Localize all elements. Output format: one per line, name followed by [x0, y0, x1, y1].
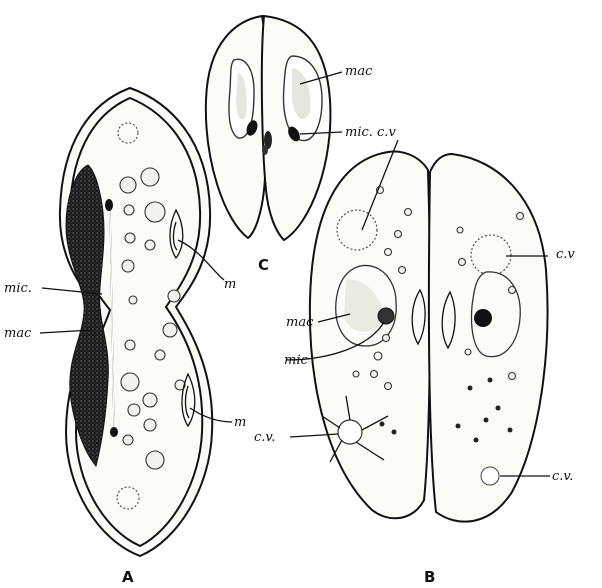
panel-c-label-mac: mac — [345, 64, 373, 79]
panel-b-micronucleus-left — [378, 308, 394, 324]
panel-a-caption: A — [122, 568, 134, 586]
panel-b-caption: B — [424, 568, 435, 586]
panel-b-micronucleus-right — [474, 309, 492, 327]
panel-a-label-mac: mac — [4, 326, 32, 341]
panel-a-label-m-lower: m — [234, 415, 246, 430]
panel-b-label-cv-left: c.v. — [254, 430, 275, 445]
panel-b-label-mac: mac — [286, 315, 314, 330]
panel-c-caption: C — [258, 256, 269, 274]
panel-b-label-cv-bottom: c.v. — [552, 469, 573, 484]
panel-b-label-cv-top: c.v — [556, 247, 575, 262]
panel-a-label-mic: mic. — [4, 281, 32, 296]
panel-b-label-mic: mic — [284, 353, 308, 368]
panel-a: mic. mac m m A — [4, 88, 246, 586]
panel-c-label-mic-cv: mic. c.v — [345, 125, 396, 140]
panel-a-label-m-upper: m — [224, 277, 236, 292]
